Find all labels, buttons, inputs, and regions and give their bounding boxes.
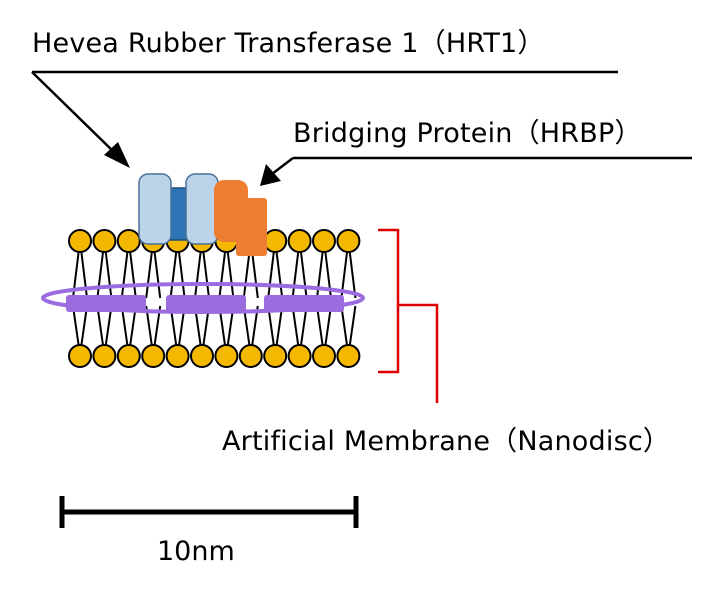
scale-bar: [59, 496, 359, 528]
lipid-tail: [299, 305, 308, 349]
lipid-tail: [348, 305, 357, 349]
lipid-tail: [128, 248, 137, 299]
lipid-head: [190, 344, 214, 368]
lipid-tail: [104, 305, 113, 349]
lipid-tail: [169, 248, 178, 299]
lipid-tails: [72, 248, 357, 349]
lipid-tail: [120, 305, 129, 349]
lipid-head: [312, 344, 336, 368]
lipid-tail: [145, 248, 154, 299]
lipid-tail: [202, 248, 210, 299]
lipid-tail: [96, 248, 105, 299]
lipid-tail: [72, 305, 80, 349]
lipid-tail: [104, 248, 113, 299]
lipid-head: [263, 229, 288, 253]
hrt1-callout: [31, 70, 618, 168]
scale-label: 10nm: [157, 536, 235, 567]
lipid-tail: [120, 248, 129, 299]
lipid-tail: [348, 248, 357, 299]
lipid-tail: [226, 248, 235, 299]
lipid-tail: [267, 248, 276, 299]
lipid-tail: [218, 248, 227, 299]
lipid-head: [68, 229, 92, 253]
nanodisc-label: Artificial Membrane（Nanodisc）: [222, 426, 671, 457]
lipid-head: [116, 229, 141, 253]
nanodisc-bracket: [378, 228, 439, 403]
lipid-head: [68, 344, 92, 368]
lipid-tail: [194, 248, 202, 299]
lipid-tail: [275, 305, 284, 349]
scaffold-belt: [41, 282, 365, 314]
lipid-tail: [242, 248, 251, 299]
lipid-tail: [250, 248, 259, 299]
lipid-tail: [128, 305, 137, 349]
lipid-tail: [291, 248, 300, 299]
lipid-head: [92, 229, 117, 253]
lipid-head: [214, 344, 239, 368]
lipid-tail: [340, 305, 349, 349]
lipid-tail: [80, 305, 88, 349]
hrbp-callout: [260, 156, 692, 186]
hrt1-protein: [138, 173, 219, 245]
lipid-tail: [275, 248, 284, 299]
lipid-tail: [299, 248, 308, 299]
lipid-head: [238, 344, 263, 368]
hrbp-protein: [214, 180, 267, 256]
lipid-tail: [267, 305, 276, 349]
scaffold-segment: [264, 295, 344, 312]
lipid-tail: [324, 305, 332, 349]
hrbp-label: Bridging Protein（HRBP）: [293, 118, 642, 149]
lipid-head: [116, 344, 141, 368]
scaffold-segment: [66, 295, 146, 312]
lipid-head: [336, 229, 361, 253]
lipid-head: [287, 344, 312, 368]
lipid-head: [263, 344, 288, 368]
lipid-tail: [96, 305, 105, 349]
lipid-tail: [316, 305, 324, 349]
lipid-head: [165, 344, 190, 368]
hrt1-label: Hevea Rubber Transferase 1（HRT1）: [32, 28, 545, 59]
lipid-tail: [177, 248, 186, 299]
scaffold-segment: [166, 295, 246, 312]
lipid-tail: [291, 305, 300, 349]
lipid-tail: [153, 248, 162, 299]
lipid-head: [336, 344, 361, 368]
lipid-head: [287, 229, 312, 253]
lipid-head: [312, 229, 336, 253]
lipid-head: [92, 344, 117, 368]
lipid-head: [141, 344, 166, 368]
